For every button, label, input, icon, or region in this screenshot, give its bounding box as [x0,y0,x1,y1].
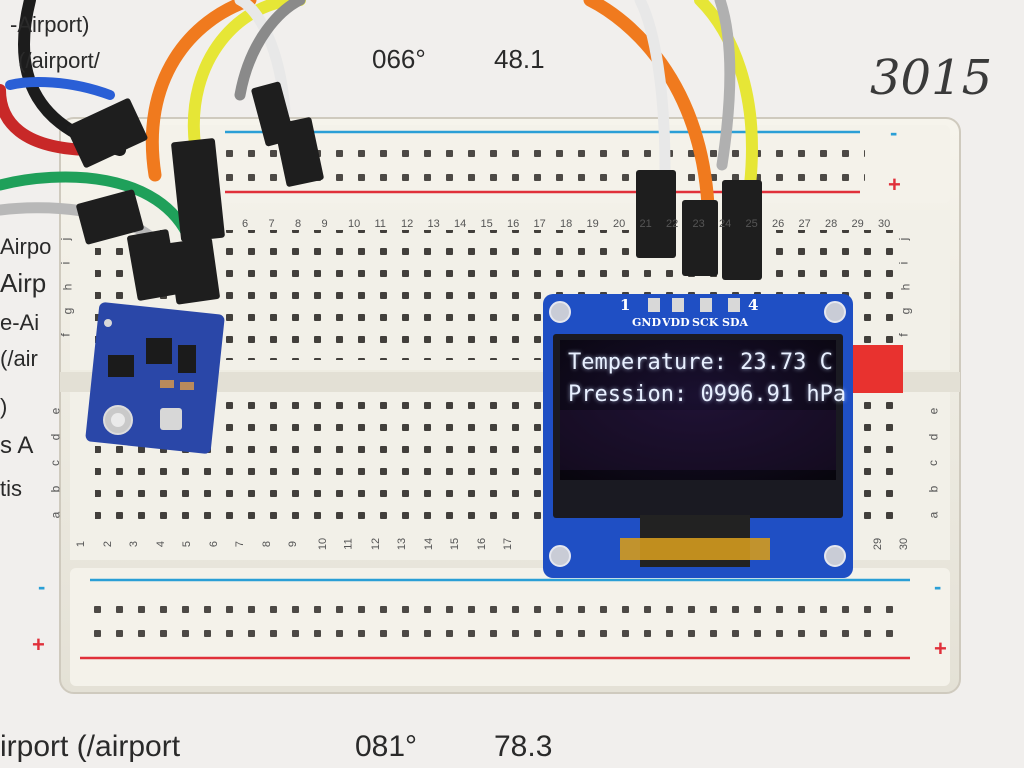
paper-text-line: 78.3 [494,730,553,763]
column-number: 25 [745,218,758,230]
row-letter: h [60,283,75,291]
oled-pin-label-sda: SDA [722,316,749,329]
row-letter: i [896,261,911,265]
paper-text-line: (/air [0,346,38,371]
rail-plus-sign: + [888,172,901,197]
row-letter: j [896,237,911,241]
column-number: 7 [234,540,247,548]
row-letter: c [48,460,62,466]
column-number: 22 [666,218,679,230]
column-number: 15 [480,218,493,230]
jumper-wires [0,0,758,251]
column-number: 1 [75,540,88,548]
column-number: 27 [798,218,811,230]
column-number: 29 [872,537,885,551]
paper-text-line: tis [0,476,22,501]
oled-pin-number: 4 [748,296,759,314]
column-number: 16 [475,537,488,551]
column-number: 16 [507,218,520,230]
paper-text-line: Airpo [0,234,52,259]
paper-text-line: s A [0,432,34,459]
paper-handwriting: 3015 [870,50,993,106]
rail-minus-sign: - [934,574,942,599]
oled-pin-label-gnd: GND [632,316,661,329]
column-number: 11 [342,538,355,550]
rail-minus-sign: - [890,120,898,145]
column-number: 8 [260,540,273,548]
column-number: 18 [560,218,573,230]
column-number: 4 [154,540,167,548]
column-number: 30 [898,537,911,551]
column-number: 29 [851,218,864,230]
column-number: 9 [287,540,300,548]
red-marker [845,345,903,393]
column-number: 6 [242,218,249,230]
column-number: 23 [692,218,705,230]
column-number: 5 [181,540,194,548]
column-number: 26 [772,218,785,230]
rail-plus-sign: + [934,636,947,661]
oled-pin-number: 1 [620,296,631,314]
column-number: 15 [449,537,462,551]
paper-text-line: 48.1 [494,44,545,74]
column-number: 2 [101,540,114,548]
column-number: 30 [878,218,891,230]
row-letter: c [926,460,940,466]
column-number: 21 [639,218,652,230]
row-letter: a [926,511,941,519]
pressure-sensor-module [85,302,225,454]
column-number: 12 [401,218,414,230]
column-number: 13 [427,218,440,230]
row-letter: e [48,407,63,415]
paper-text-line: 066° [372,44,426,74]
column-number: 10 [316,537,329,551]
column-number: 9 [321,218,328,230]
column-number: 14 [454,218,467,230]
row-letter: b [926,485,941,493]
rail-minus-sign: - [38,574,46,599]
oled-pin-label-sck: SCK [692,316,719,329]
oled-pin-label-vdd: VDD [662,316,690,329]
column-number: 11 [374,218,386,230]
row-letter: g [60,307,75,315]
row-letter: f [58,333,73,337]
oled-pressure-reading: Pression: 0996.91 hPa [568,382,847,407]
column-number: 28 [825,218,838,230]
row-letter: d [926,433,941,441]
paper-text-line: (/airport/ [18,48,100,73]
row-letter: j [58,237,73,241]
column-number: 7 [268,218,275,230]
oled-display-module [543,294,853,578]
column-number: 8 [295,218,302,230]
column-number: 10 [348,218,361,230]
row-letter: b [48,485,63,493]
column-number: 13 [396,537,409,551]
paper-text-line: irport (/airport [0,730,181,763]
column-number: 20 [613,218,626,230]
row-letter: g [898,307,913,315]
paper-text-line: e-Ai [0,310,40,335]
paper-text-line: 081° [355,730,418,763]
paper-text-line: ) [0,394,8,419]
column-number: 17 [533,218,546,230]
column-number: 19 [586,218,599,230]
paper-text-line: -Airport) [10,12,90,37]
row-letter: i [58,261,73,265]
column-number: 17 [502,537,515,551]
row-letter: e [926,407,941,415]
oled-temperature-reading: Temperature: 23.73 C [568,350,833,375]
column-number: 14 [422,537,435,551]
column-number: 12 [369,537,382,551]
row-letter: a [48,511,63,519]
row-letter: d [48,433,63,441]
jumper-connectors [66,81,762,305]
column-number: 6 [207,540,220,548]
paper-text-line: Airp [0,268,47,298]
row-letter: h [898,283,913,291]
row-letter: f [896,333,911,337]
column-number: 24 [719,218,732,230]
column-number: 3 [128,540,141,548]
rail-plus-sign: + [32,632,45,657]
